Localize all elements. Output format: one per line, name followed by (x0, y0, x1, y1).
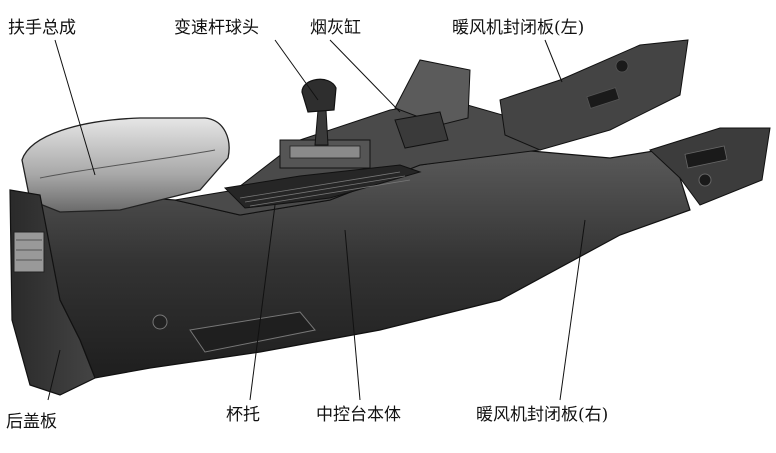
armrest-seam (39, 149, 216, 179)
rear-vent (13, 231, 45, 273)
hvac-right-slot (684, 145, 728, 169)
label-cup-holder: 杯托 (226, 405, 260, 425)
hvac-right-bolt (698, 173, 712, 187)
side-fastener (152, 314, 168, 330)
label-ashtray: 烟灰缸 (310, 18, 361, 38)
label-rear-cover: 后盖板 (6, 412, 57, 432)
leader-lines (47, 39, 586, 401)
label-console-body: 中控台本体 (316, 405, 401, 425)
hvac-left-bolt (615, 59, 629, 73)
label-shift-knob: 变速杆球头 (174, 18, 259, 38)
ashtray-cavity (394, 111, 449, 149)
side-pocket (189, 311, 316, 353)
shift-lever (314, 109, 329, 146)
shifter-slot (289, 145, 361, 159)
shift-knob-shape (301, 78, 337, 113)
cup-holder-ribs (239, 171, 411, 207)
hvac-cover-right-shape (649, 127, 771, 206)
label-armrest: 扶手总成 (8, 18, 76, 38)
armrest-shape (21, 117, 230, 213)
label-hvac-cover-left: 暖风机封闭板(左) (452, 18, 585, 38)
hvac-left-slot (586, 87, 620, 109)
label-hvac-cover-right: 暖风机封闭板(右) (476, 405, 609, 425)
